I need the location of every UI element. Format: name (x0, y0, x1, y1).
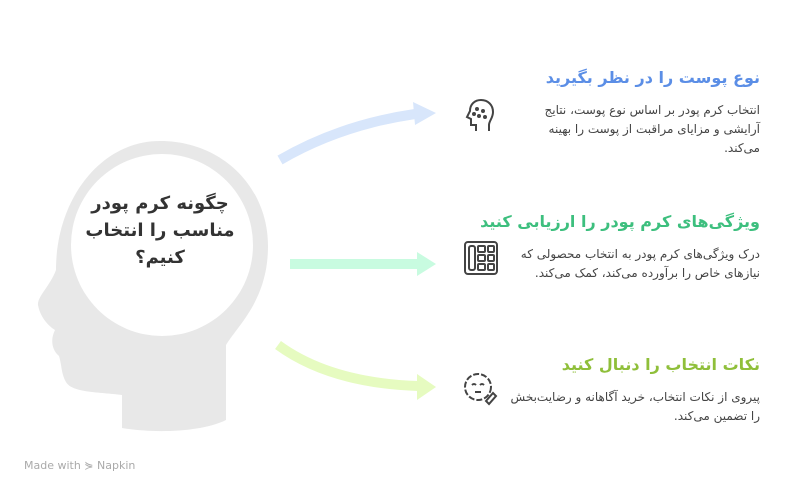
arrow-middle-head (417, 252, 436, 276)
arrow-top-head (413, 102, 436, 125)
item-description: پیروی از نکات انتخاب، خرید آگاهانه و رضا… (510, 390, 760, 423)
arrow-middle (290, 259, 420, 269)
arrow-bottom-head (417, 374, 436, 400)
item-tips: نکات انتخاب را دنبال کنید پیروی از نکات … (510, 355, 760, 426)
item-title: نکات انتخاب را دنبال کنید (561, 355, 760, 374)
arrow-bottom (275, 340, 419, 391)
item-features: ویژگی‌های کرم پودر را ارزیابی کنید درک و… (480, 212, 760, 283)
central-question: چگونه کرم پودر مناسب را انتخاب کنیم؟ (85, 193, 235, 268)
face-skin-icon (465, 98, 495, 131)
item-skin-type: نوع پوست را در نظر بگیرید انتخاب کرم پود… (510, 68, 760, 158)
item-title: ویژگی‌های کرم پودر را ارزیابی کنید (480, 212, 760, 231)
item-title: نوع پوست را در نظر بگیرید (545, 68, 760, 87)
arrow-top (277, 109, 416, 165)
item-description: درک ویژگی‌های کرم پودر به انتخاب محصولی … (520, 247, 760, 280)
makeup-palette-icon (464, 241, 498, 275)
item-description: انتخاب کرم پودر بر اساس نوع پوست، نتایج … (544, 103, 760, 155)
napkin-watermark: Made with ⋟ Napkin (24, 459, 136, 472)
face-brush-icon (464, 373, 498, 406)
thought-circle (71, 154, 253, 336)
